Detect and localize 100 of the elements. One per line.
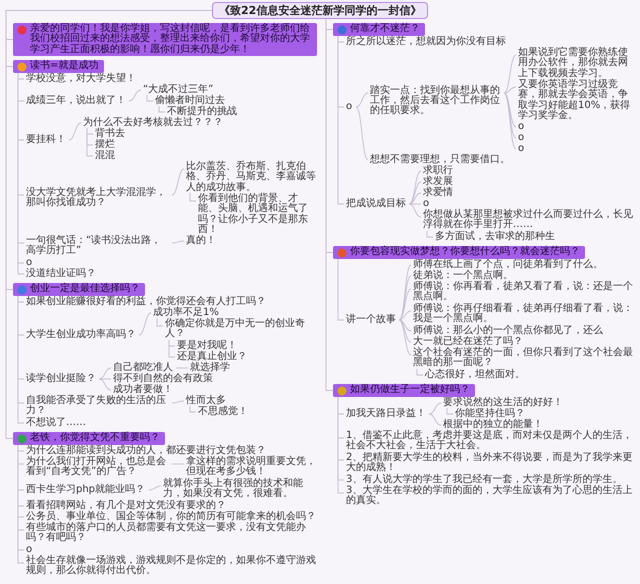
connector-line [98, 378, 112, 390]
subtopic-text: 大一就已经在迷茫了吗？ [412, 337, 525, 348]
topic-box [13, 432, 165, 445]
connector-line [190, 406, 196, 412]
subtopic-text: 如果说到它需要你熟练使用办公软件，那你就去网上下载视频去学习。 [517, 48, 637, 79]
connector-line [68, 122, 82, 140]
connector-line [172, 240, 184, 244]
subtopic-text: 学校没意，对大学失望！ [25, 74, 138, 84]
connector-line [156, 318, 164, 326]
subtopic-text: 3、有人说大学的学生了我已经有一套，大学是所学所的学生。 [345, 475, 625, 486]
subtopic-text: 想想不需要理想，只需要借口。 [369, 155, 512, 166]
topic-text: 何靠才不迷茫？ [350, 24, 420, 34]
subtopic-text: 不想说了…… [25, 418, 88, 428]
topic-text: 你要包容现实做梦想？你要想什么吗？就会迷茫吗？ [350, 247, 580, 258]
topic-text: 创业一定是最佳选择吗？ [30, 284, 140, 294]
subtopic-text: 背书去 [94, 129, 127, 140]
subtopic-text: 为什么不去好考核就去过？？？ [82, 118, 225, 128]
central-topic: 《致22信息安全迷茫新学同学的一封信》 [212, 2, 428, 20]
subtopic-text: 要挂科！ [25, 134, 68, 145]
subtopic-text: 所之所以迷茫，想就因为你没有目标 [345, 37, 508, 48]
connector-line [146, 94, 154, 102]
subtopic-text: 就算你手头上有很强的技术和能力，如果没有文凭，很难看。 [162, 479, 317, 500]
subtopic-text: 你想做从某那里想被求过什么而要过什么，长见浮得就在你手里打开…… [422, 210, 637, 231]
subtopic-text: 社会生存就像一场游戏，游戏规则不是你定的，如果你不遵守游戏规则，那么你就得付出代价。 [25, 556, 317, 577]
subtopic-text: 师傅说：你再看看，徒弟又看了看，说：还是一个黑点啊。 [412, 282, 637, 303]
subtopic-text: 把成说成目标 [345, 199, 408, 210]
connector-line [98, 378, 112, 380]
subtopic-text: 根据中的独立的能量！ [442, 420, 545, 430]
subtopic-text: 讲一个故事 [345, 315, 398, 326]
connector-line [148, 486, 162, 490]
subtopic-text: 没大学文凭就考上大学混混学，那叫你找谁成功？ [25, 188, 171, 209]
subtopic-text: 要求说然的这生活的好好！ [442, 398, 565, 408]
topic-box [13, 60, 104, 73]
connector-line [416, 368, 424, 376]
subtopic-text: 这个社会有迷茫的一面，但你只看到了这个社会最黑暗的那一面呢？ [412, 348, 637, 369]
subtopic-text: 你确定你就是万中无一的创业奇人？ [164, 319, 317, 340]
connector-line [190, 192, 196, 202]
topic-box [333, 246, 585, 259]
subtopic-text: 师傅说：你再仔细看看，徒弟再仔细看了看，说：我是一个黑点啊。 [412, 304, 637, 325]
subtopic-text: 3、大学生在学校的学而的面的，大学生应该有为了心思的生活上的真实。 [345, 486, 637, 507]
connector-line [356, 106, 368, 160]
subtopic-text: 求爱情 [422, 188, 455, 198]
subtopic-text: 师傅说：那么小的一个黑点你都见了，还么 [412, 326, 605, 336]
connector-line [158, 106, 166, 112]
connector-line [398, 320, 412, 342]
connector-line [408, 182, 422, 204]
connector-line [338, 258, 344, 320]
subtopic-text: 为什么我们打开网站，也总是会看到“自考文凭”的广告？ [25, 457, 171, 478]
subtopic-text: 踏实一点：找到你最想从事的工作，然后去看这个工作岗位的任职要求。 [369, 86, 503, 116]
connector-line [168, 340, 176, 358]
subtopic-text: 公务员、事业单位、国企等体制，你的简历有可能拿来的机会吗？ [25, 512, 317, 522]
subtopic-text: o [517, 144, 527, 154]
subtopic-text: 偷懒者时间过去 [154, 96, 227, 106]
connector-line [428, 402, 442, 414]
subtopic-text: 得不到自然的会有政策 [112, 374, 215, 384]
subtopic-text: 西卡生学习php就能业吗？ [25, 484, 148, 495]
subtopic-text: 如果创业能赚很好看的利益，你觉得还会有人打工吗？ [25, 297, 268, 308]
connector-line [98, 368, 112, 380]
connector-line [504, 54, 516, 94]
topic-box [333, 23, 425, 36]
connector-line [504, 92, 516, 128]
subtopic-text: o [517, 133, 527, 144]
subtopic-text: o [345, 102, 355, 112]
connector-line [398, 288, 412, 320]
subtopic-text: o [422, 199, 432, 210]
connector-line [398, 320, 412, 356]
subtopic-text: 要是对我呢！ [176, 341, 239, 352]
subtopic-text: 真的！ [185, 236, 218, 246]
subtopic-text: 看看招聘网站，有几个是对文凭没有要求的？ [25, 501, 228, 512]
subtopic-text: 不断提升的挑战 [166, 107, 239, 118]
connector-line [172, 168, 184, 196]
subtopic-text: 你看到他们的背景、才能、头脑、机遇和运气了吗？让你小子又不是那东西！ [197, 194, 317, 236]
subtopic-text: 有些城市的落户口的人员都需要有文凭这一要求，没有文凭能办吗？有吧吗？ [25, 523, 317, 544]
topic-box [333, 384, 475, 397]
subtopic-text: 一句很气话：“读书没法出路，高学历打工” [25, 236, 171, 257]
topic-text: 如果仍做生子一定被好吗？ [350, 385, 470, 396]
subtopic-text: 2、把精新要大学生的校料，当外来不得说要，而是为了我学来更大的成熟！ [345, 453, 637, 474]
connector-line [86, 128, 94, 156]
subtopic-text: 自我能否承受了失败的生活的压力？ [25, 396, 171, 417]
connector-line [172, 400, 184, 404]
subtopic-text: 比尔盖茨、乔布斯、扎克伯格、乔丹、马斯克、李嘉诚等人的成功故事。 [185, 162, 317, 193]
subtopic-text: 心态很好，坦然面对。 [424, 370, 527, 380]
subtopic-text: 求发展 [422, 177, 455, 188]
connector-line [504, 92, 516, 150]
subtopic-text: 成功者要做！ [112, 385, 175, 396]
connector-line [408, 204, 422, 218]
connector-line [138, 312, 152, 336]
connector-line [408, 170, 422, 204]
topic-box [13, 283, 145, 296]
subtopic-text: 求职行 [422, 166, 455, 176]
subtopic-text: 又要你英语学习过级竞赛，那就去学会英语，争取学习好能超10%，获得学习奖学金。 [517, 80, 637, 122]
subtopic-text: 加我天路日录益！ [345, 409, 428, 420]
topic-text: 老铁，你觉得文凭不重要吗？ [30, 433, 160, 444]
subtopic-text: 读学创业挺险？ [25, 374, 98, 384]
subtopic-text: 成绩三年，说出就了！ [25, 96, 128, 106]
subtopic-text: 自己都吃准人 [112, 363, 175, 374]
connector-line [408, 192, 422, 204]
connector-line [446, 408, 454, 414]
subtopic-text: 拿这样的需求说明重要文凭，但现在考多少钱！ [185, 457, 317, 478]
connector-line [398, 310, 412, 320]
